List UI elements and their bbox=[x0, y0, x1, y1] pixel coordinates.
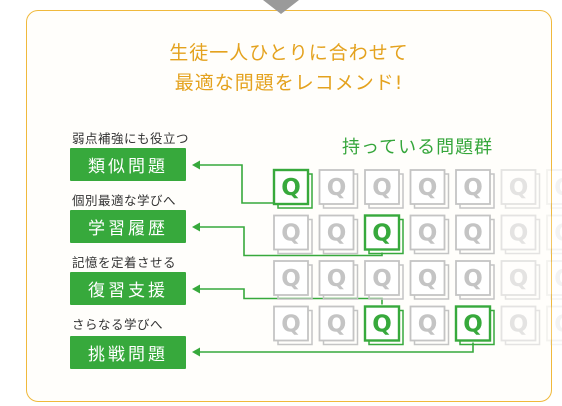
review-support-button[interactable]: 復習支援 bbox=[70, 272, 186, 305]
similar-problems-button[interactable]: 類似問題 bbox=[70, 148, 186, 181]
challenge-problems-button[interactable]: 挑戦問題 bbox=[70, 336, 186, 369]
q-glyph: Q bbox=[554, 175, 562, 201]
caption-challenge: さらなる学びへ bbox=[72, 317, 164, 332]
caption-review: 記憶を定着させる bbox=[72, 255, 177, 270]
headline-line-2: 最適な問題をレコメンド! bbox=[174, 72, 404, 94]
q-glyph: Q bbox=[554, 221, 562, 247]
problem-pool-title: 持っている問題群 bbox=[342, 137, 494, 158]
down-arrow-icon bbox=[263, 0, 299, 14]
headline-line-1: 生徒一人ひとりに合わせて bbox=[169, 42, 409, 64]
q-glyph: Q bbox=[554, 266, 562, 292]
caption-history: 個別最適な学びへ bbox=[72, 193, 177, 208]
learning-history-button[interactable]: 学習履歴 bbox=[70, 210, 186, 243]
caption-similar: 弱点補強にも役立つ bbox=[72, 131, 190, 146]
q-glyph: Q bbox=[554, 312, 562, 338]
